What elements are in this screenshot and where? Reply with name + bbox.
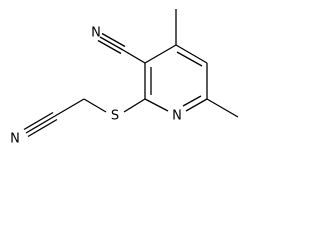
triple-bond-line-1 [99, 36, 124, 51]
bond-c3-cn [122, 49, 146, 64]
bond-n1-c2 [144, 98, 169, 112]
methyl-groups [175, 9, 239, 118]
bond-c4-c5 [175, 44, 208, 64]
thioether-linkage [83, 98, 146, 113]
nitrile-nitrogen-left-label: N [10, 132, 20, 147]
bond-c2-s [123, 98, 146, 113]
bond-c3-c4 [144, 44, 177, 64]
nitrile-nitrogen-top-label: N [91, 26, 101, 41]
triple-bond-line-1 [25, 115, 56, 134]
cyanomethyl-nitrile-group [23, 98, 85, 138]
molecule-drawing: N N S N [10, 9, 239, 147]
triple-bond-line-2 [101, 32, 126, 48]
bond-c6-n1 [185, 98, 208, 112]
sulfur-label: S [111, 109, 119, 124]
triple-bond-line-3 [27, 118, 58, 138]
bond-s-ch2 [83, 98, 107, 113]
triple-bond-line-3 [97, 39, 122, 55]
bond-c6-methyl [206, 98, 239, 118]
ring-nitrile-group [97, 32, 146, 64]
pyridine-ring [144, 44, 208, 112]
bond-c4-c5-inner [176, 51, 203, 67]
ring-nitrogen-label: N [172, 109, 182, 124]
chemical-structure-diagram: N N S N [10, 9, 239, 147]
bond-ch2-cn [54, 98, 85, 117]
bond-c6-n1-inner [182, 95, 202, 107]
triple-bond-line-2 [23, 111, 54, 131]
